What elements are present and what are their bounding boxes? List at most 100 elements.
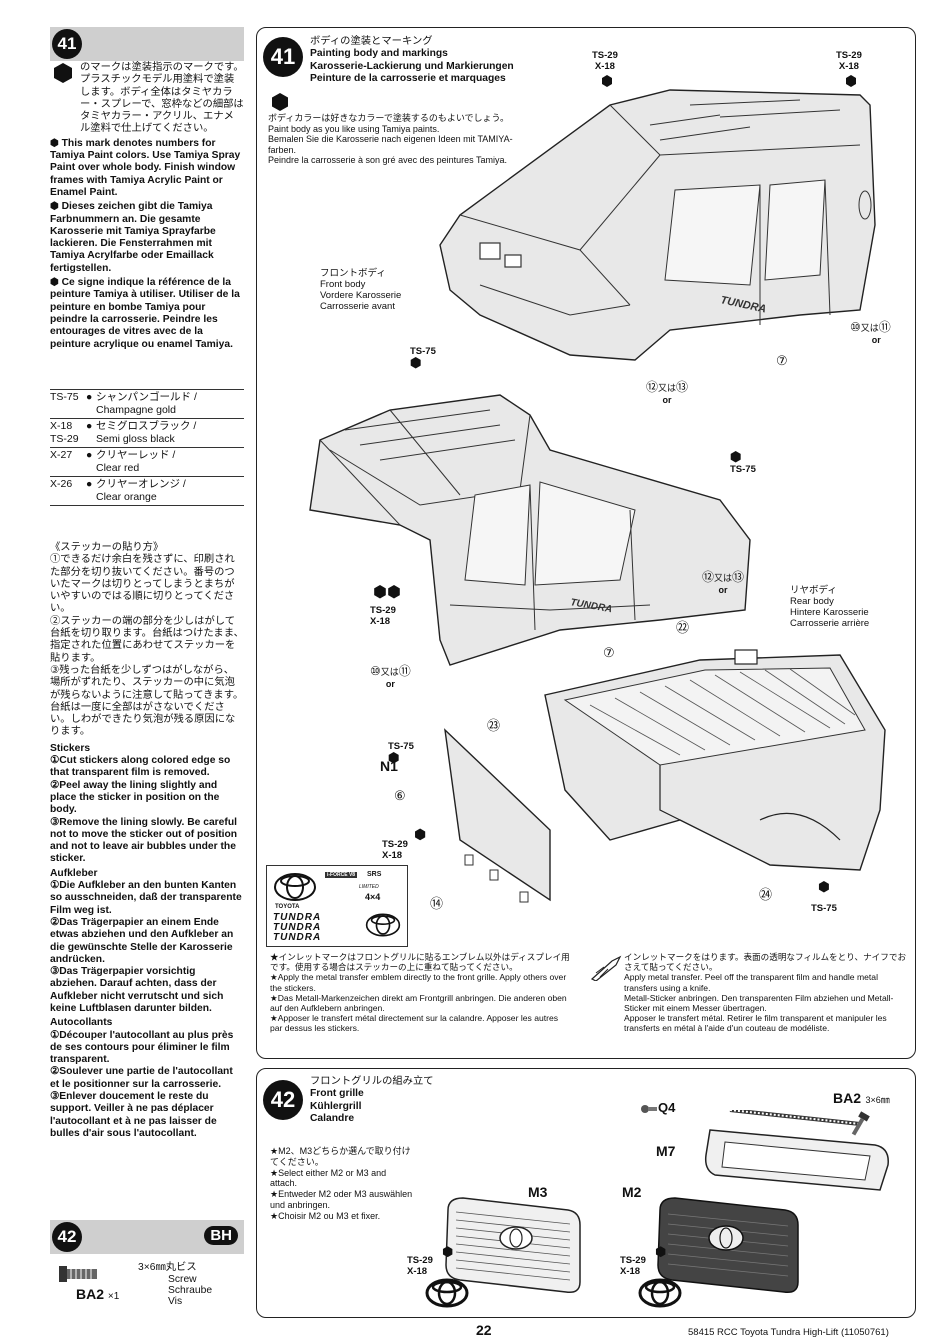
sticker-23-callout: ㉓ [487,718,501,733]
paint-code: X-26 [50,478,73,490]
title-jp: ボディの塗装とマーキング [310,36,433,47]
sticker-instructions: 《ステッカーの貼り方》 ①できるだけ余白を残さずに、印刷された部分を切り抜いてく… [50,542,244,1140]
note-en: Paint body as you like using Tamiya pain… [268,123,440,134]
paint-name: セミグロスブラック / Semi gloss black [96,420,197,445]
title-en: Painting body and markings [310,48,448,60]
step42-badge: BH [204,1226,238,1245]
stickers-fr-title: Autocollants [50,1017,113,1029]
sticker-12-or-13-callout: ⑫又は⑬ or [646,380,689,405]
ts75-callout: ⬢ TS-75 [811,879,837,914]
sticker-4x4: 4×4 [365,892,381,902]
n1-callout: N1 [380,758,398,774]
ts29-x18-callout: TS-29 X-18 [592,50,618,72]
stickers-en-text: ①Cut stickers along colored edge so that… [50,755,238,865]
title-fr: Peinture de la carrosserie et marquages [310,72,506,84]
sticker-22-callout: ㉒ [676,620,690,635]
stickers-jp-text: ①できるだけ余白を残さずに、印刷された部分を切り抜いてください。番号のついたマー… [50,554,244,738]
paint-dot-icon: ● [86,478,93,490]
sticker-tundra: TUNDRA [273,922,322,933]
paint-mark-icon [54,63,72,83]
step42-panel-title: フロントグリルの組み立て Front grille Kühlergrill Ca… [310,1076,434,1125]
screw-icon [851,1111,870,1136]
paint-dot-icon: ● [86,391,93,403]
toyota-emblem-icon [638,1278,682,1308]
paint-dot-icon: ● [86,420,93,432]
knife-icon [590,955,622,981]
screw-fr: Vis [168,1296,183,1307]
paint-name: クリヤーオレンジ / Clear orange [96,478,186,503]
front-body-label: フロントボディ Front body Vordere Karosserie Ca… [320,268,402,312]
stickers-jp-title: 《ステッカーの貼り方》 [50,542,164,553]
paint-row: X-26 ● クリヤーオレンジ / Clear orange [50,476,244,506]
paint-mark-icon [602,75,612,87]
page-number: 22 [476,1322,492,1338]
title-de: Kühlergrill [310,1100,362,1112]
sticker-7-callout: ⑦ [603,645,615,660]
screw-icon [59,1266,97,1282]
front-body-illustration: TUNDRA [439,89,876,361]
select-note: ★M2、M3どちらか選んで取り付けてください。 ★Select either M… [270,1146,413,1221]
step41-panel-title: ボディの塗装とマーキング Painting body and markings … [310,36,514,85]
sticker-24-callout: ㉔ [759,887,773,902]
stickers-de-text: ①Die Aufkleber an den bunten Kanten so a… [50,880,242,1014]
step41-text-en: This mark denotes numbers for Tamiya Pai… [50,137,241,198]
rear-body-illustration [544,649,886,871]
metal-transfer-note: インレットマークをはります。表面の透明なフィルムをとり、ナイフでおさえて貼ってく… [624,952,907,1034]
metal-transfer-sheet: TOYOTA i-FORCE V8 SRS LIMITED 4×4 TUNDRA… [266,865,408,947]
grille-m2-illustration [657,1197,799,1294]
paint-dot-icon: ● [86,449,93,461]
paint-row: TS-75 ● シャンパンゴールド / Champagne gold [50,389,244,418]
sticker-tundra: TUNDRA [273,932,322,943]
step41-header-bar: 41 [50,27,244,61]
screw-legend: 3×6㎜丸ビス Screw Schraube Vis BA2 ×1 [50,1260,244,1310]
m2-label: M2 [622,1184,642,1200]
grille-m3-illustration [445,1197,581,1294]
paint-mark-icon: ⬢ [414,826,427,842]
step42-panel [256,1068,916,1318]
paint-mark-icon: ⬢ [388,750,400,765]
step41-text-de: Dieses zeichen gibt die Tamiya Farbnumme… [50,201,216,274]
paint-mark-icon: ⬢ [442,1244,454,1259]
tailgate-illustration [444,728,551,903]
paint-mark-icon: ⬢ [730,449,742,464]
paint-row: X-18 TS-29 ● セミグロスブラック / Semi gloss blac… [50,418,244,447]
paint-code: X-27 [50,449,73,461]
ba2-callout: BA2 3×6㎜ [833,1090,890,1108]
title-fr: Calandre [310,1112,355,1124]
note-fr: Peindre la carrosserie à son gré avec de… [268,155,507,165]
title-en: Front grille [310,1088,364,1100]
paint-mark-icon: ⬢ [410,355,422,370]
step41-paint-note: ボディカラーは好きなカラーで塗装するのもよいでしょう。 Paint body a… [268,113,518,166]
ts75-callout: TS-75 ⬢ [388,741,414,765]
paint-mark-icon: ⬢ [818,879,830,894]
cab-illustration: TUNDRA [309,394,751,666]
ba2-label: BA2 [833,1090,862,1106]
paint-code: X-18 TS-29 [50,420,79,445]
step41-text-fr: Ce signe indique la référence de la pein… [50,277,240,350]
paint-name: シャンパンゴールド / Champagne gold [96,391,197,416]
paint-mark-icon: ⬢ [50,277,59,289]
paint-row: X-27 ● クリヤーレッド / Clear red [50,447,244,476]
m3-label: M3 [528,1184,548,1200]
grille-frame-m7-illustration [704,1110,889,1191]
paint-mark-icon: ⬢ [50,201,59,213]
step41-number: 41 [52,29,82,59]
screw-code: BA2 [76,1286,105,1302]
stickers-fr-text: ①Découper l'autocollant au plus près de … [50,1029,234,1139]
toyota-logo-icon [274,873,316,901]
q4-label: Q4 [658,1100,676,1115]
ts29-x18-callout: TS-29 X-18 [407,1255,433,1277]
sticker-6-callout: ⑥ [394,788,406,803]
sticker-10-or-11-callout: ⑩又は⑪ or [370,664,411,689]
paint-marks-pair: ⬢⬢ [373,584,401,601]
step42-panel-number: 42 [263,1080,303,1120]
sticker-7-callout: ⑦ [776,353,788,368]
screw-de: Schraube [168,1285,213,1296]
step41-text-jp: のマークは塗装指示のマークです。プラスチックモデル用塗料で塗装します。ボディ全体… [80,62,244,135]
step41-panel-number: 41 [263,37,303,77]
paint-mark-icon: ⬢ [655,1244,667,1259]
step42-header-bar: 42 BH [50,1220,244,1254]
sticker-v8: i-FORCE V8 [325,872,358,878]
sticker-limited: LIMITED [359,884,379,890]
step41-panel [256,27,916,1059]
